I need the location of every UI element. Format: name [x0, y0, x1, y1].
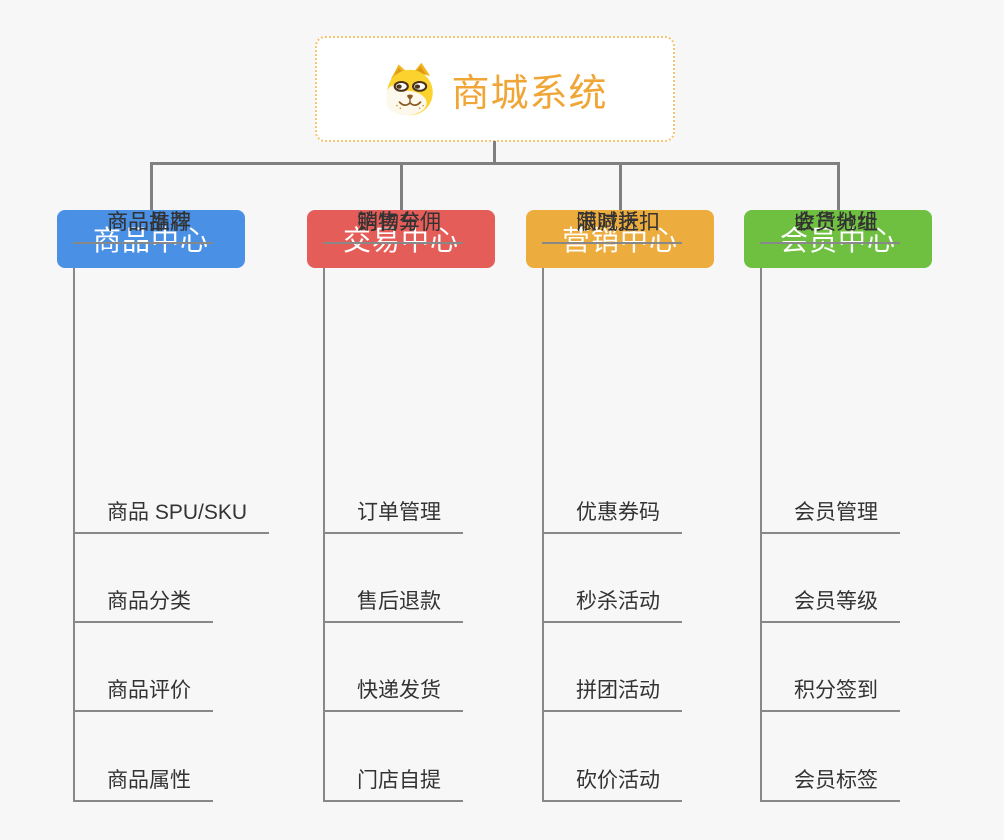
child-node[interactable]: 订单管理	[323, 500, 463, 535]
connector-branch-stub	[400, 163, 403, 211]
connector-branch-stub	[150, 163, 153, 211]
child-node[interactable]: 门店自提	[323, 768, 463, 803]
child-node[interactable]: 会员等级	[760, 589, 900, 624]
child-node[interactable]: 秒杀活动	[542, 589, 682, 624]
child-node[interactable]: 商品评价	[73, 678, 213, 713]
branch-member-center: 会员中心 会员管理 会员等级 积分签到 会员标签 会员分组 收货地址	[744, 210, 1004, 810]
connector-branch-stub	[837, 163, 840, 211]
child-node[interactable]: 商品分类	[73, 589, 213, 624]
child-node[interactable]: 会员标签	[760, 768, 900, 803]
connector-branch-stub	[619, 163, 622, 211]
child-node[interactable]: 销售分佣	[323, 210, 463, 245]
branch-node[interactable]: 商品中心	[57, 210, 245, 268]
connector-root-vertical	[493, 141, 496, 164]
child-node[interactable]: 砍价活动	[542, 768, 682, 803]
child-node[interactable]: 商品 SPU/SKU	[73, 500, 270, 535]
branch-marketing-center: 营销中心 优惠券码 秒杀活动 拼团活动 砍价活动 限时折扣 满减送	[526, 210, 786, 810]
child-node[interactable]: 商品属性	[73, 768, 213, 803]
child-node[interactable]: 收货地址	[760, 210, 900, 245]
child-node[interactable]: 商品品牌	[73, 210, 213, 245]
child-node[interactable]: 优惠券码	[542, 500, 682, 535]
child-node[interactable]: 快递发货	[323, 678, 463, 713]
branch-trade-center: 交易中心 订单管理 售后退款 快递发货 门店自提 购物车 销售分佣	[307, 210, 567, 810]
branch-node[interactable]: 交易中心	[307, 210, 495, 268]
child-node[interactable]: 拼团活动	[542, 678, 682, 713]
root-node-mall-system[interactable]: 商城系统	[315, 36, 675, 142]
connector-horizontal-bar	[150, 162, 840, 165]
branch-node[interactable]: 营销中心	[526, 210, 714, 268]
child-node[interactable]: 积分签到	[760, 678, 900, 713]
doge-icon	[382, 61, 438, 117]
root-node-label: 商城系统	[451, 72, 608, 115]
child-node[interactable]: 会员管理	[760, 500, 900, 535]
child-node[interactable]: 售后退款	[323, 589, 463, 624]
child-node[interactable]: 满减送	[542, 210, 661, 245]
branch-product-center: 商品中心 商品 SPU/SKU 商品分类 商品评价 商品属性 商品推荐 商品品牌	[57, 210, 317, 810]
branch-node[interactable]: 会员中心	[744, 210, 932, 268]
